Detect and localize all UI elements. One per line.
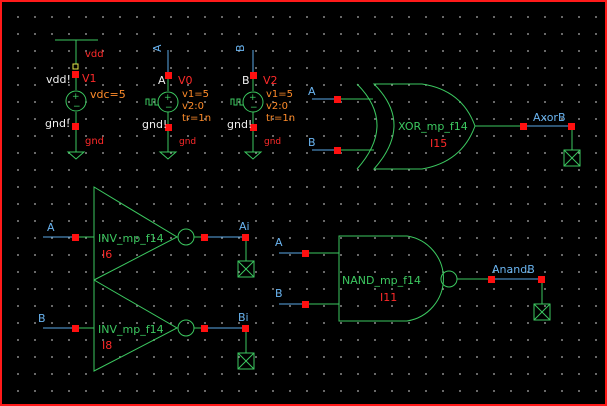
terminal-label: B (242, 74, 250, 87)
cell-name: INV_mp_f14 (98, 232, 164, 245)
input-label-a: A (275, 236, 283, 249)
output-label: AnandB (492, 263, 535, 276)
pin[interactable] (165, 124, 172, 131)
pin[interactable] (488, 276, 495, 283)
pin[interactable] (568, 123, 575, 130)
net-label-gnd: gnd (179, 137, 196, 147)
net-label-b: B (234, 44, 247, 52)
output-label: AxorB (533, 111, 566, 124)
instance-name: I8 (102, 339, 112, 352)
noconn-icon (563, 149, 581, 167)
pin[interactable] (520, 123, 527, 130)
ground-icon (66, 151, 86, 160)
inverter-i6[interactable]: A INV_mp_f14 I6 Ai (43, 186, 255, 281)
pin[interactable] (201, 325, 208, 332)
input-label-b: B (308, 136, 316, 149)
param: v2:0 (182, 101, 204, 112)
pin[interactable] (538, 276, 545, 283)
ground-icon (243, 151, 263, 160)
source-v1[interactable]: + − vdd vdd! V1 vdc=5 gnd! gnd (45, 39, 126, 160)
pin[interactable] (72, 325, 79, 332)
cell-name: INV_mp_f14 (98, 323, 164, 336)
pin[interactable] (165, 72, 172, 79)
pulse-icon (145, 98, 158, 106)
terminal-label: gnd! (227, 118, 252, 131)
input-label-a: A (47, 221, 55, 234)
instance-name: I6 (102, 248, 112, 261)
pin[interactable] (242, 234, 249, 241)
pin[interactable] (334, 147, 341, 154)
instance-name: V2 (263, 74, 278, 87)
terminal-label: gnd! (45, 117, 70, 130)
output-label: Bi (238, 311, 249, 324)
terminal-label: A (158, 74, 166, 87)
ground-icon (158, 151, 178, 160)
pin[interactable] (302, 301, 309, 308)
instance-name: I15 (430, 137, 447, 150)
pin[interactable] (242, 325, 249, 332)
input-label-a: A (308, 85, 316, 98)
net-label-a: A (151, 44, 164, 52)
pin[interactable] (72, 234, 79, 241)
pin[interactable] (334, 96, 341, 103)
source-v0[interactable]: A + − A V0 v1=5 v2:0 tr=1n gnd! gnd (142, 44, 211, 160)
pin[interactable] (250, 72, 257, 79)
inverter-body (93, 186, 179, 281)
pulse-icon (230, 98, 243, 106)
plus-icon: + (249, 93, 257, 103)
dc-source-symbol (65, 90, 87, 112)
pin[interactable] (72, 71, 79, 78)
xor-gate-i15[interactable]: A B XOR_mp_f14 I15 AxorB (308, 83, 581, 170)
inversion-bubble (177, 319, 195, 337)
net-label-gnd: gnd (85, 136, 104, 147)
minus-icon: − (250, 103, 258, 113)
input-label-b: B (38, 312, 46, 325)
cell-name: XOR_mp_f14 (398, 120, 468, 133)
param: v1=5 (266, 89, 293, 100)
param: v1=5 (182, 89, 209, 100)
inverter-body (93, 279, 179, 372)
pin[interactable] (72, 123, 79, 130)
inversion-bubble (177, 228, 195, 246)
minus-icon: − (73, 102, 81, 112)
net-label-vdd: vdd (85, 49, 104, 60)
output-label: Ai (239, 220, 250, 233)
terminal-label: vdd! (46, 73, 71, 86)
minus-icon: − (165, 103, 173, 113)
inverter-i8[interactable]: B INV_mp_f14 I8 Bi (38, 279, 255, 372)
nand-gate-i11[interactable]: A B NAND_mp_f14 I11 AnandB (275, 235, 551, 322)
param: tr=1n (266, 113, 295, 124)
param: tr=1n (182, 113, 211, 124)
cell-name: NAND_mp_f14 (342, 274, 421, 287)
pin[interactable] (302, 250, 309, 257)
instance-name: V0 (178, 74, 193, 87)
noconn-icon (237, 260, 255, 278)
source-v2[interactable]: B + − B V2 v1=5 v2:0 tr=1n gnd! gnd (227, 44, 295, 160)
noconn-icon (237, 352, 255, 370)
nand-body (338, 235, 444, 322)
xor-body (372, 83, 476, 170)
plus-icon: + (72, 92, 80, 102)
net-label-gnd: gnd (264, 137, 281, 147)
input-label-b: B (275, 287, 283, 300)
param: v2:0 (266, 101, 288, 112)
instance-name: I11 (380, 291, 397, 304)
terminal-label: gnd! (142, 118, 167, 131)
param: vdc=5 (90, 88, 126, 101)
selection-marker (72, 63, 79, 70)
pin[interactable] (201, 234, 208, 241)
instance-name: V1 (82, 72, 97, 85)
pin[interactable] (250, 124, 257, 131)
xor-input-curve (356, 83, 378, 170)
noconn-icon (533, 303, 551, 321)
plus-icon: + (164, 93, 172, 103)
